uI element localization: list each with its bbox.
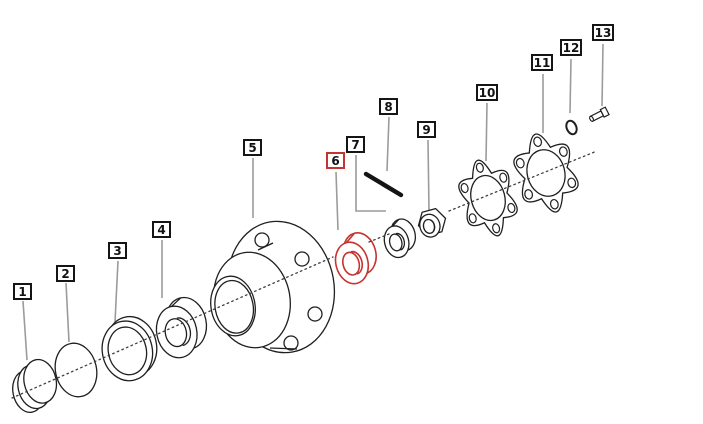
part-label-6-highlighted[interactable]: 6: [326, 152, 345, 169]
part-9-axle-nut: [417, 207, 447, 238]
leader-lines: [22, 43, 604, 361]
part-label-13[interactable]: 13: [592, 24, 614, 41]
center-axis-line: [11, 150, 598, 399]
part-label-7[interactable]: 7: [346, 136, 365, 153]
part-12-lock-ring: [565, 119, 578, 136]
part-label-1[interactable]: 1: [13, 283, 32, 300]
part-8-cotter-pin: [363, 171, 404, 198]
part-6-outer-bearing-highlighted: [334, 232, 377, 285]
part-4-inner-bearing: [155, 296, 208, 359]
part-label-11[interactable]: 11: [531, 54, 553, 71]
part-13-bolt: [589, 106, 610, 123]
part-11-drive-flange: [507, 126, 585, 220]
part-10-gasket-flange: [452, 153, 524, 243]
part-label-3[interactable]: 3: [108, 242, 127, 259]
part-label-4[interactable]: 4: [152, 221, 171, 238]
part-label-10[interactable]: 10: [476, 84, 498, 101]
part-label-2[interactable]: 2: [56, 265, 75, 282]
part-3-seal-ring: [101, 315, 158, 382]
part-label-12[interactable]: 12: [560, 39, 582, 56]
part-label-5[interactable]: 5: [243, 139, 262, 156]
part-1-dust-cap: [12, 358, 58, 414]
part-label-8[interactable]: 8: [379, 98, 398, 115]
part-label-9[interactable]: 9: [417, 121, 436, 138]
part-5-wheel-hub: [210, 220, 336, 354]
part-7-washer: [383, 218, 417, 259]
